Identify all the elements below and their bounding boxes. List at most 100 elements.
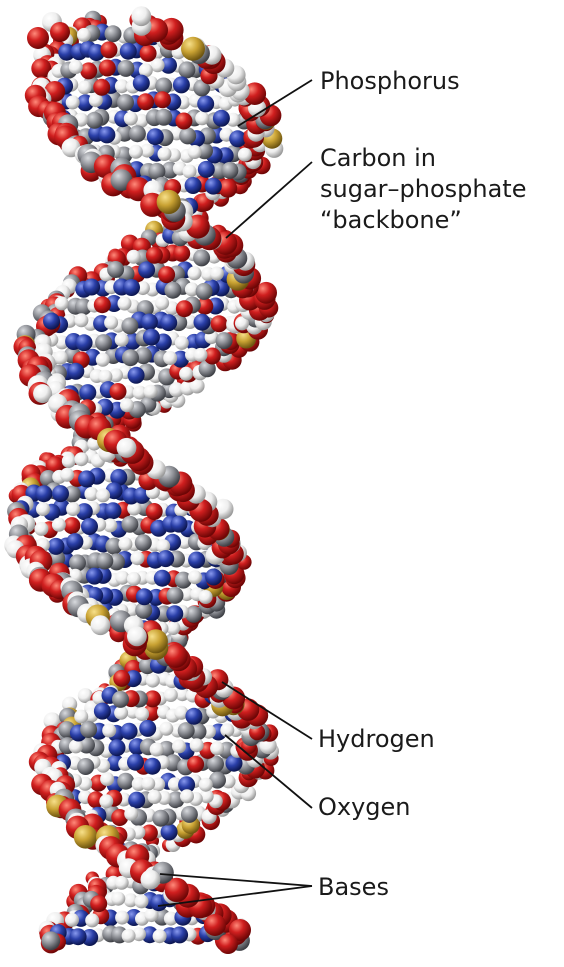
hydrogen-atom xyxy=(127,250,141,264)
nitrogen-atom xyxy=(128,367,145,384)
nitrogen-atom xyxy=(147,128,164,145)
nitrogen-atom xyxy=(105,502,122,519)
hydrogen-atom xyxy=(129,145,143,159)
nitrogen-atom xyxy=(120,43,137,60)
hydrogen-atom xyxy=(190,738,204,752)
hydrogen-atom xyxy=(36,502,50,516)
nitrogen-atom xyxy=(127,754,144,771)
nitrogen-atom xyxy=(123,279,140,296)
hydrogen-atom xyxy=(158,147,172,161)
hydrogen-atom xyxy=(179,367,193,381)
hydrogen-atom xyxy=(163,351,177,365)
nitrogen-atom xyxy=(76,334,93,351)
carbon-atom xyxy=(121,317,138,334)
hydrogen-atom xyxy=(188,266,202,280)
nitrogen-atom xyxy=(43,313,60,330)
oxygen-atom xyxy=(146,247,163,264)
carbon-atom xyxy=(178,61,195,78)
label-hydrogen-text: Hydrogen xyxy=(318,724,435,755)
hydrogen-atom xyxy=(114,706,128,720)
carbon-atom xyxy=(196,283,213,300)
nitrogen-atom xyxy=(128,792,145,809)
carbon-atom xyxy=(164,282,181,299)
hydrogen-atom xyxy=(118,297,132,311)
phosphorus-atom xyxy=(74,825,98,849)
hydrogen-atom xyxy=(104,316,118,330)
hydrogen-atom xyxy=(199,778,213,792)
carbon-atom xyxy=(112,691,129,708)
label-oxygen: Oxygen xyxy=(318,792,411,823)
oxygen-atom xyxy=(218,934,238,954)
phosphorus-atom xyxy=(157,190,181,214)
carbon-atom xyxy=(117,60,134,77)
label-carbon-backbone: Carbon in sugar–phosphate “backbone” xyxy=(320,143,526,236)
oxygen-atom xyxy=(110,383,127,400)
hydrogen-atom xyxy=(115,876,129,890)
nitrogen-atom xyxy=(66,533,83,550)
label-carbon-line-1: Carbon in xyxy=(320,143,526,174)
oxygen-atom xyxy=(137,93,154,110)
nitrogen-atom xyxy=(70,928,87,945)
carbon-atom xyxy=(155,109,172,126)
carbon-atom xyxy=(69,554,86,571)
carbon-atom xyxy=(96,553,113,570)
nitrogen-atom xyxy=(171,516,188,533)
nitrogen-atom xyxy=(94,703,111,720)
hydrogen-atom xyxy=(141,777,155,791)
hydrogen-atom xyxy=(118,537,132,551)
hydrogen-atom xyxy=(62,454,76,468)
oxygen-atom xyxy=(63,517,80,534)
hydrogen-atom xyxy=(85,913,99,927)
carbon-atom xyxy=(107,261,124,278)
hydrogen-atom xyxy=(144,385,158,399)
hydrogen-atom xyxy=(115,333,129,347)
hydrogen-atom xyxy=(124,807,138,821)
nitrogen-atom xyxy=(109,739,126,756)
nitrogen-atom xyxy=(48,538,65,555)
oxygen-atom xyxy=(187,756,204,773)
nitrogen-atom xyxy=(213,110,230,127)
hydrogen-atom xyxy=(96,488,110,502)
nitrogen-atom xyxy=(160,314,177,331)
dna-molecule-model xyxy=(4,6,283,954)
hydrogen-atom xyxy=(111,892,125,906)
carbon-atom xyxy=(181,806,198,823)
phosphorus-atom xyxy=(181,37,205,61)
carbon-atom xyxy=(122,349,139,366)
carbon-atom xyxy=(221,162,238,179)
carbon-atom xyxy=(193,249,210,266)
hydrogen-atom xyxy=(238,148,252,162)
carbon-atom xyxy=(105,25,122,42)
hydrogen-atom xyxy=(175,336,189,350)
hydrogen-atom xyxy=(66,502,80,516)
nitrogen-atom xyxy=(198,161,215,178)
nitrogen-atom xyxy=(205,178,222,195)
hydrogen-atom xyxy=(150,743,164,757)
hydrogen-atom xyxy=(115,911,129,925)
carbon-atom xyxy=(152,810,169,827)
oxygen-atom xyxy=(175,113,192,130)
hydrogen-atom xyxy=(146,674,160,688)
carbon-atom xyxy=(178,722,195,739)
hydrogen-atom xyxy=(69,739,83,753)
carbon-atom xyxy=(216,332,233,349)
hydrogen-atom xyxy=(122,929,136,943)
oxygen-atom xyxy=(94,296,111,313)
label-bases: Bases xyxy=(318,872,389,903)
hydrogen-atom xyxy=(148,790,162,804)
hydrogen-atom xyxy=(141,870,161,890)
hydrogen-atom xyxy=(159,722,173,736)
carbon-atom xyxy=(117,773,134,790)
nitrogen-atom xyxy=(205,569,222,586)
nitrogen-atom xyxy=(157,550,174,567)
hydrogen-atom xyxy=(66,95,80,109)
label-carbon-line-2: sugar–phosphate xyxy=(320,174,526,205)
oxygen-atom xyxy=(27,27,49,49)
oxygen-atom xyxy=(154,91,171,108)
oxygen-atom xyxy=(101,41,118,58)
nitrogen-atom xyxy=(86,568,103,585)
carbon-atom xyxy=(41,931,60,950)
nitrogen-atom xyxy=(171,926,188,943)
oxygen-atom xyxy=(158,266,175,283)
oxygen-atom xyxy=(50,22,70,42)
